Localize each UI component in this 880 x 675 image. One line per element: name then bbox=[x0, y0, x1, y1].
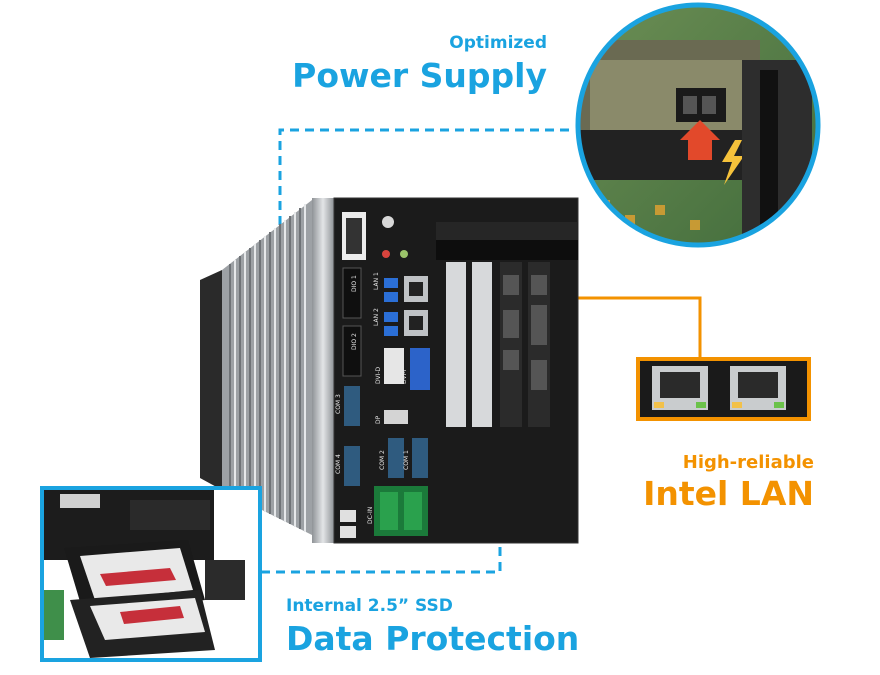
lan-inset bbox=[636, 357, 811, 421]
power-supply-subtitle: Optimized bbox=[449, 33, 547, 53]
port-label-com1: COM 1 bbox=[403, 450, 410, 470]
intel-lan-title: Intel LAN bbox=[643, 474, 814, 513]
heatsink bbox=[200, 198, 334, 543]
ssd-inset bbox=[40, 486, 262, 662]
power-supply-title: Power Supply bbox=[292, 56, 547, 95]
port-label-com2: COM 2 bbox=[379, 450, 386, 470]
power-supply-inset bbox=[575, 2, 821, 248]
ssd-title: Data Protection bbox=[286, 619, 580, 658]
ssd-callout-line bbox=[262, 487, 502, 574]
port-label-dp: DP bbox=[375, 415, 382, 424]
ssd-subtitle: Internal 2.5” SSD bbox=[286, 596, 453, 616]
port-label-dio1: DIO 1 bbox=[351, 275, 358, 292]
intel-lan-subtitle: High-reliable bbox=[682, 452, 814, 473]
front-panel bbox=[333, 197, 579, 544]
port-label-com4: COM 4 bbox=[335, 454, 342, 474]
port-label-dvii: DVI-I bbox=[401, 369, 408, 384]
port-label-lan2: LAN 2 bbox=[373, 308, 380, 326]
port-label-dvid: DVI-D bbox=[375, 366, 382, 384]
port-label-com3: COM 3 bbox=[335, 394, 342, 414]
port-label-lan1: LAN 1 bbox=[373, 272, 380, 290]
port-label-dcin: DC-IN bbox=[367, 507, 374, 524]
port-label-dio2: DIO 2 bbox=[351, 333, 358, 350]
